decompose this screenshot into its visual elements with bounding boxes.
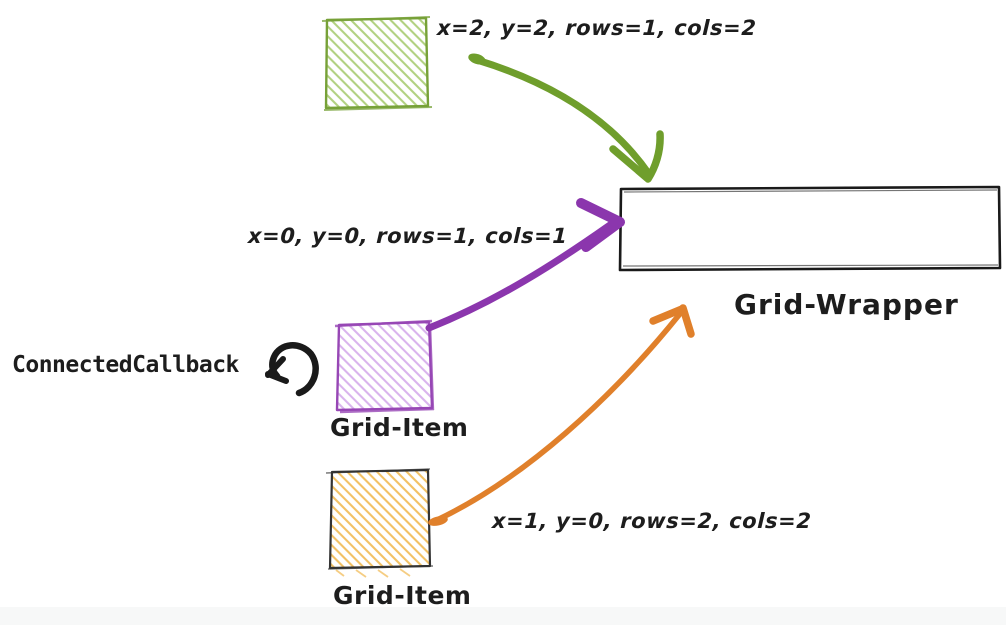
annotation-purple-params: x=0, y=0, rows=1, cols=1 xyxy=(247,224,569,248)
grid-wrapper-border xyxy=(618,185,1002,272)
bottom-band xyxy=(0,607,1006,625)
grid-wrapper-label: Grid-Wrapper xyxy=(734,288,959,321)
orange-arrow-head xyxy=(649,304,695,338)
orange-hatch-spill xyxy=(335,568,411,578)
green-square-border xyxy=(324,16,430,110)
grid-wrapper-sketch-double-line xyxy=(622,189,999,267)
grid-item-label-purple: Grid-Item xyxy=(330,413,469,442)
orange-square-border xyxy=(328,468,432,570)
grid-item-label-orange: Grid-Item xyxy=(333,581,472,610)
purple-arrow-head xyxy=(576,198,625,252)
grid-item-square-purple xyxy=(334,319,435,414)
grid-item-square-green xyxy=(321,16,433,111)
purple-arrow xyxy=(425,198,625,332)
green-square-sketch-overshoot xyxy=(321,16,433,111)
annotation-orange-params: x=1, y=0, rows=2, cols=2 xyxy=(491,509,813,533)
callback-loop-arrow-icon xyxy=(265,342,319,397)
green-arrow-head xyxy=(609,130,664,183)
green-arrow xyxy=(468,53,664,183)
connected-callback-label: ConnectedCallback xyxy=(12,352,239,378)
annotation-green-params: x=2, y=2, rows=1, cols=2 xyxy=(436,16,758,40)
orange-square-sketch-overshoot xyxy=(325,468,434,570)
purple-square-border xyxy=(335,320,434,412)
grid-wrapper-box xyxy=(618,185,1002,272)
grid-item-square-orange xyxy=(325,468,434,578)
callback-loop-arrow-head xyxy=(265,356,289,384)
purple-square-sketch-overshoot xyxy=(334,319,435,414)
orange-arrow xyxy=(428,304,695,526)
